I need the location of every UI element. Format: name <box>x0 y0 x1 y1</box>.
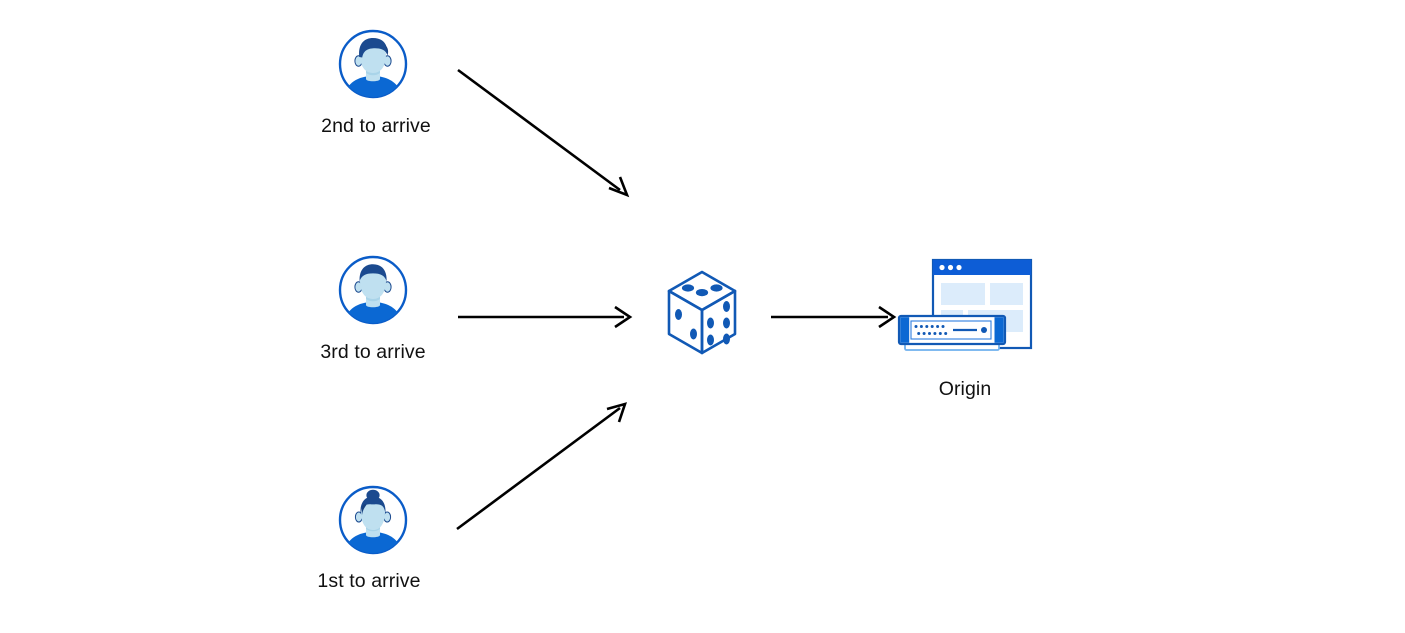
user-avatar-bun-icon <box>338 485 408 555</box>
node-dice[interactable] <box>662 267 742 359</box>
edge-3rd-to-dice <box>458 305 633 329</box>
node-label-origin: Origin <box>938 378 992 400</box>
node-client-3rd[interactable] <box>337 254 409 326</box>
edge-dice-to-origin <box>771 305 897 329</box>
origin-server-icon <box>897 258 1033 351</box>
router-device-icon <box>897 314 1007 351</box>
router-led-grid <box>914 325 948 335</box>
node-label-client-3rd: 3rd to arrive <box>320 341 426 363</box>
edge-1st-to-dice <box>456 402 628 531</box>
node-origin[interactable] <box>893 256 1039 366</box>
node-label-client-1st: 1st to arrive <box>317 570 421 592</box>
dice-pips-right <box>707 301 730 346</box>
node-label-client-2nd: 2nd to arrive <box>321 115 431 137</box>
dice-icon <box>667 270 737 355</box>
user-avatar-icon <box>338 29 408 99</box>
node-client-1st[interactable] <box>337 484 409 556</box>
node-client-2nd[interactable] <box>337 28 409 100</box>
user-avatar-icon <box>338 255 408 325</box>
dice-pips-top <box>681 284 723 297</box>
dice-pips-left <box>675 309 697 340</box>
